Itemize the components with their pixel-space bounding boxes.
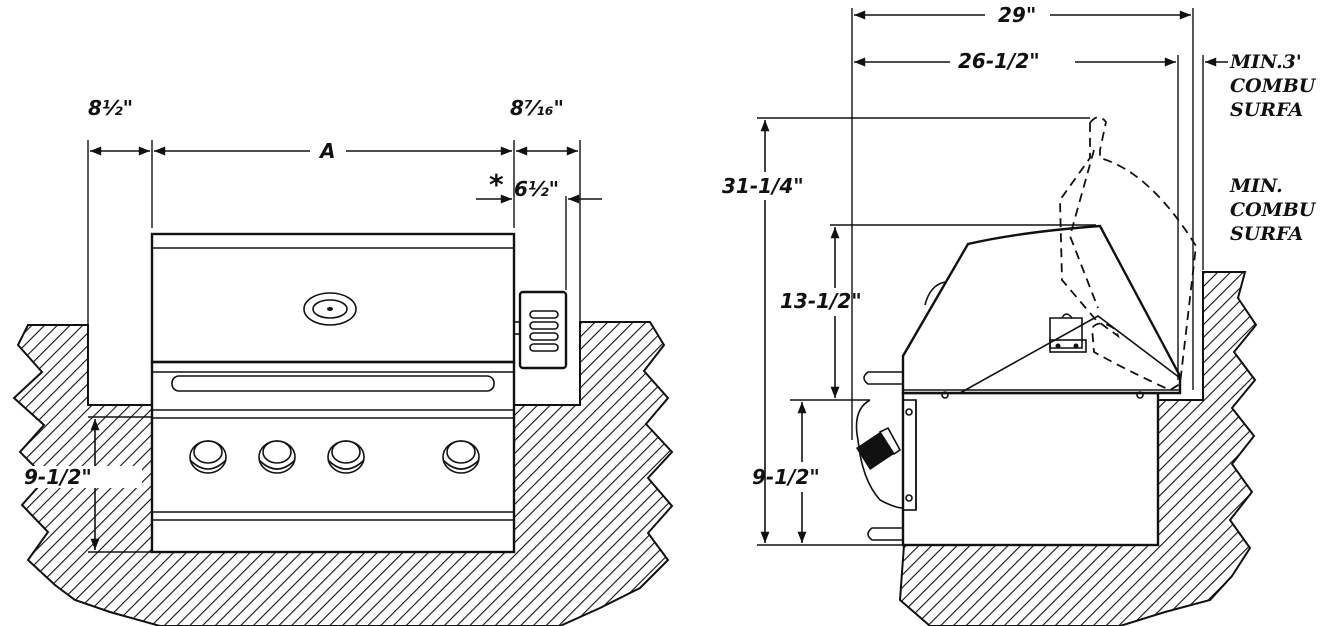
side-knob [856,426,902,470]
note-bottom-line-1: MIN. [1229,175,1283,197]
hood-handle [171,375,495,392]
front-countertop-hatching [12,321,674,626]
closed-lid-height-label: 13-1/2" [780,289,862,313]
side-cutout-height-label: 9-1/2" [752,465,820,489]
control-knob [189,440,227,474]
note-top-line-3: SURFA [1230,99,1303,121]
open-lid-outline [1059,116,1197,392]
side-grill-base [901,391,1160,547]
note-bottom-line-3: SURFA [1230,223,1303,245]
side-vent [513,290,568,370]
width-a-label: A [318,139,335,163]
front-control-panel [150,360,516,554]
overall-depth-label: 29" [998,3,1036,27]
side-burner-label: 6½" [514,177,559,201]
side-view: 29" 26-1/2" 31-1/4" 13-1/2" 9-1/2" MIN.3… [722,3,1317,626]
front-view: 8½" A 8⁷⁄₁₆" * 6½" 9-1/2" [12,96,674,626]
right-clearance-label: 8⁷⁄₁₆" [510,96,564,120]
control-knob [442,440,480,474]
hinge-bracket [1049,313,1087,353]
asterisk-mark: * [489,168,504,201]
closed-lid [901,224,1182,395]
cutout-depth-label: 26-1/2" [958,49,1040,73]
control-knob [258,440,296,474]
thermometer [303,292,357,326]
front-grill-hood [150,232,516,364]
note-top-line-1: MIN.3' [1229,51,1302,73]
control-knob [327,440,365,474]
open-lid-height-label: 31-1/4" [722,174,804,198]
note-top-line-2: COMBU [1230,75,1317,97]
left-clearance-label: 8½" [88,96,133,120]
note-bottom-line-2: COMBU [1230,199,1317,221]
front-cutout-height-label: 9-1/2" [24,465,92,489]
